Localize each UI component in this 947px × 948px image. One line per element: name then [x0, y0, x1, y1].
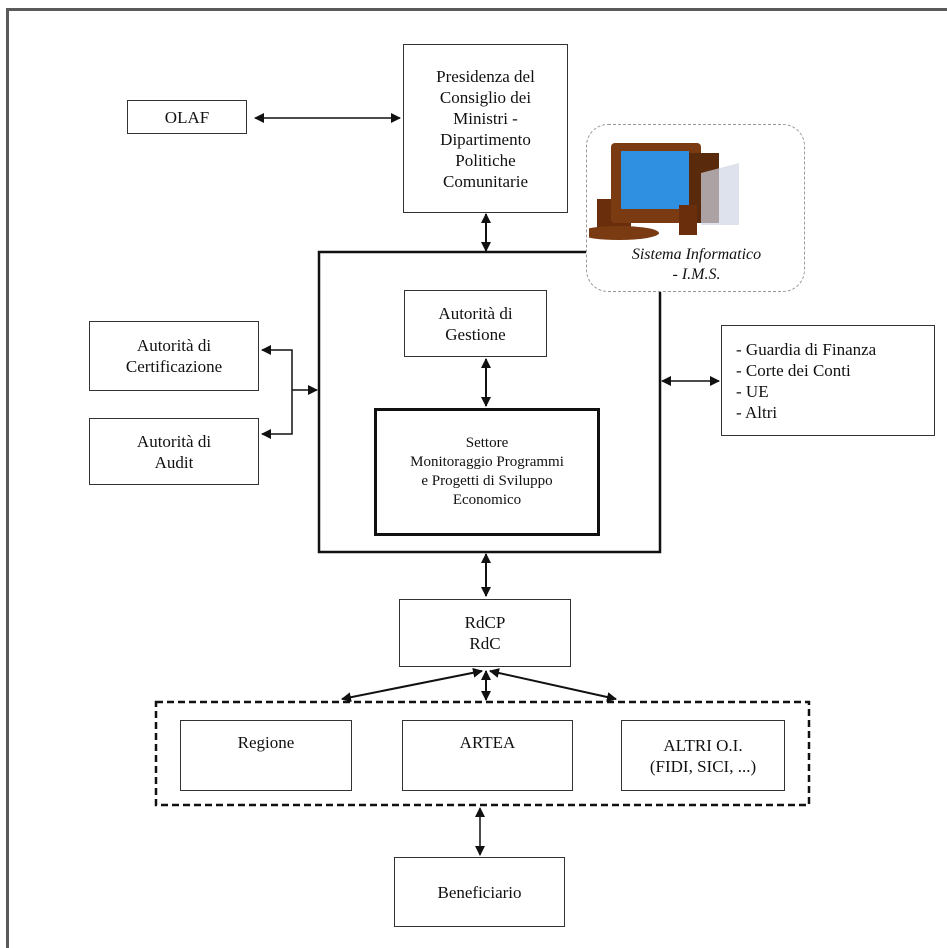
settore-label: Settore Monitoraggio Programmi e Progett…: [410, 435, 564, 508]
autorita-certificazione-box: Autorità di Certificazione: [89, 321, 259, 391]
autorita-audit-label: Autorità di Audit: [136, 431, 212, 472]
management-group-box: [317, 250, 662, 554]
beneficiario-box: Beneficiario: [394, 857, 565, 927]
beneficiario-label: Beneficiario: [437, 882, 522, 902]
regione-label: Regione: [237, 733, 295, 752]
rdcp-label: RdCP RdC: [464, 613, 506, 653]
autorita-audit-box: Autorità di Audit: [89, 418, 259, 485]
autorita-gestione-box: Autorità di Gestione: [404, 290, 547, 357]
controls-label: - Guardia di Finanza - Corte dei Conti -…: [736, 339, 877, 422]
page-frame: [6, 8, 947, 948]
autorita-certificazione-label: Autorità di Certificazione: [125, 336, 223, 376]
artea-box: ARTEA: [402, 720, 573, 791]
link-rdcp-regione: [341, 667, 483, 703]
regione-box: Regione: [180, 720, 352, 791]
link-rdcp-altri: [489, 668, 617, 702]
artea-label: ARTEA: [459, 733, 516, 752]
olaf-label: OLAF: [164, 107, 210, 127]
controls-box: - Guardia di Finanza - Corte dei Conti -…: [721, 325, 935, 436]
altri-oi-box: ALTRI O.I. (FIDI, SICI, ...): [621, 720, 785, 791]
intermediate-bodies-group: [154, 700, 811, 807]
altri-oi-label: ALTRI O.I. (FIDI, SICI, ...): [649, 735, 757, 776]
presidenza-label: Presidenza del Consiglio dei Ministri - …: [436, 66, 535, 191]
olaf-box: OLAF: [127, 100, 247, 134]
rdcp-box: RdCP RdC: [399, 599, 571, 667]
ims-system-box: Sistema Informatico - I.M.S.: [586, 124, 805, 292]
computer-icon: [589, 143, 739, 240]
settore-box: Settore Monitoraggio Programmi e Progett…: [374, 408, 600, 536]
link-bracket-authorities: [261, 345, 293, 439]
presidenza-box: Presidenza del Consiglio dei Ministri - …: [403, 44, 568, 213]
autorita-gestione-label: Autorità di Gestione: [438, 303, 513, 344]
ims-label: Sistema Informatico - I.M.S.: [631, 246, 762, 283]
